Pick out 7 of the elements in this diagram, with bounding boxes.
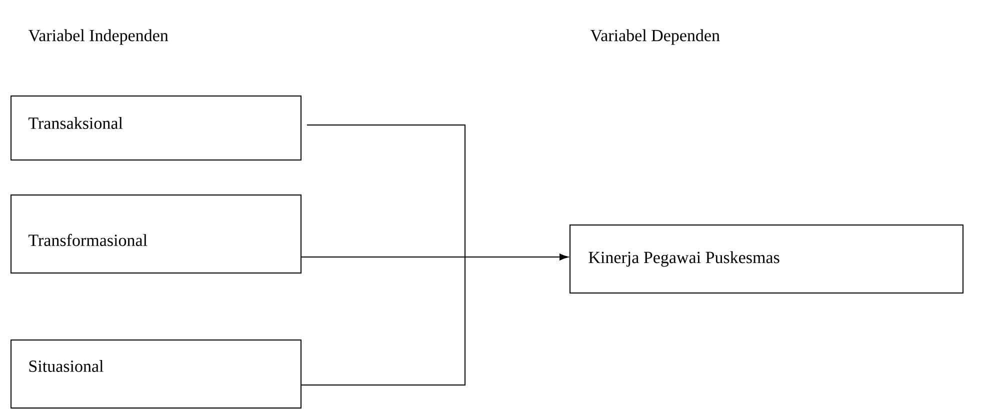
variable-box: Kinerja Pegawai Puskesmas — [570, 224, 964, 294]
heading: Variabel Dependen — [590, 29, 720, 45]
variable-box: Transformasional — [10, 194, 302, 274]
variable-box: Transaksional — [10, 96, 302, 160]
heading: Variabel Independen — [28, 29, 168, 45]
variable-box: Situasional — [10, 340, 302, 408]
arrow — [300, 254, 568, 386]
